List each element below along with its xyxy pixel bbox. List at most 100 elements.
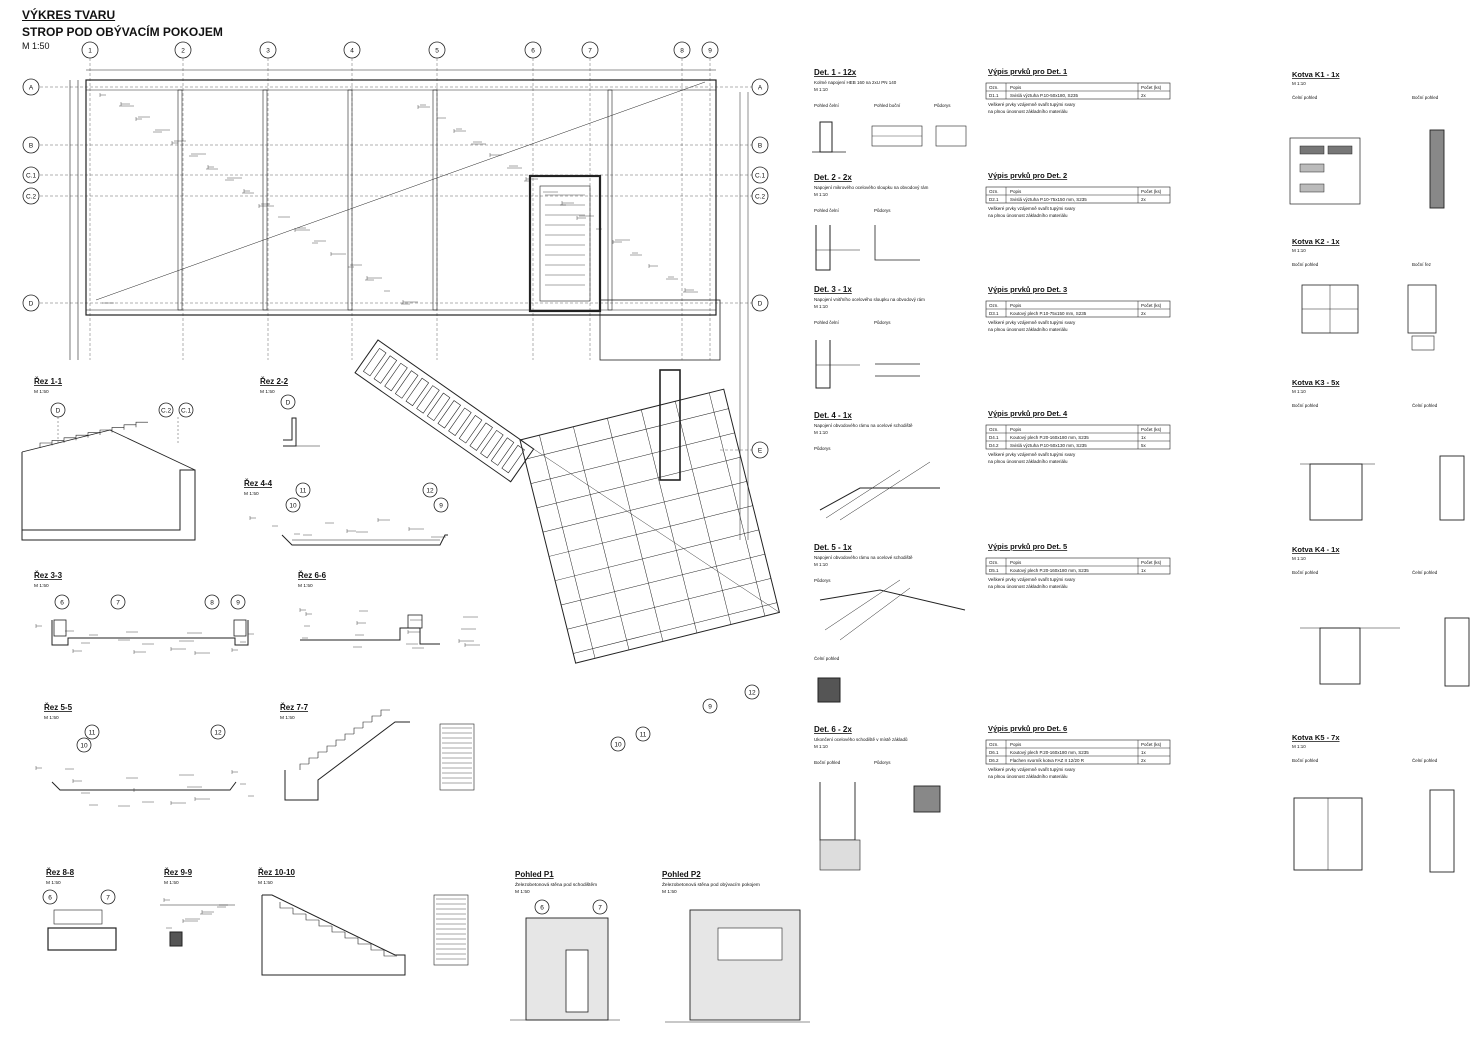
section-scale: M 1:50 (244, 491, 259, 497)
sheet-subtitle: STROP POD OBÝVACÍM POKOJEM (22, 25, 223, 39)
section-1-1-outline (21, 452, 196, 541)
view-p2-wall (689, 909, 801, 1021)
schedule-cell: D6.1 (989, 750, 999, 755)
detail-view-label: Pohled čelní (814, 103, 840, 108)
section-5-5-mark (84, 724, 100, 740)
grid-bubble-row-right-C.1-label: C.1 (755, 173, 766, 180)
frame-member (555, 529, 759, 581)
detail-5-front (817, 677, 841, 703)
grid-bubble-row-C.1 (22, 166, 40, 184)
frame-brace (519, 439, 780, 613)
schedule-cell: Svislá výztuha P.10-50x130 mm, S235 (1010, 443, 1087, 448)
view-p1-mark (592, 899, 608, 915)
section-1-1-step (63, 437, 76, 443)
stair-stringer (354, 339, 535, 483)
section-4-4-mark-label: 9 (439, 503, 443, 510)
schedule-note: na plnou únosnost základního materiálu (988, 327, 1068, 332)
schedule-cell: 2x (1141, 758, 1147, 763)
schedule-header: Ozn. (989, 85, 999, 90)
grid-bubble-column-5-label: 5 (435, 48, 439, 55)
section-2-2-mark-label: D (286, 400, 291, 407)
detail-view-label: Pohled čelní (814, 320, 840, 325)
section-title: Řez 8-8 (46, 868, 75, 877)
section-1-1-step (87, 432, 100, 438)
schedule-note: Veškeré prvky vzájemně svařit tupými sva… (988, 452, 1076, 457)
section-4-4-mark (285, 497, 301, 513)
grid-bubble-row-right-B-label: B (758, 143, 762, 150)
section-6-6-block (407, 614, 423, 629)
grid-bubble-column-7-label: 7 (588, 48, 592, 55)
stair-step (458, 415, 483, 444)
section-1-1-step (111, 427, 124, 433)
stair-step (394, 370, 419, 399)
section-8-8-mark (100, 889, 116, 905)
detail-title: Det. 4 - 1x (814, 411, 852, 420)
schedule-header: Počet (ks) (1141, 303, 1162, 308)
section-scale: M 1:50 (34, 583, 49, 589)
schedule-cell: Koutový plech P.20-160x180 mm, S235 (1010, 750, 1089, 755)
schedule-cell: 1x (1141, 568, 1147, 573)
section-8-8-detail (53, 909, 103, 925)
section-5-5-outline (51, 781, 237, 791)
section-1-1-step (135, 421, 148, 428)
view-desc: Železobetonová stěna pod obývacím pokoje… (662, 880, 760, 888)
section-7-7-step (380, 709, 390, 716)
section-title: Řez 9-9 (164, 868, 193, 877)
anchor-k1-plate (1299, 145, 1325, 155)
detail-desc: Kolmé napojení HEB 160 na 2xU PN 140 (814, 80, 897, 85)
grid-bubble-row-D-label: D (29, 301, 34, 308)
stair-step (384, 362, 408, 392)
detail-view-label: Půdorys (874, 207, 891, 213)
anchor-scale: M 1:10 (1292, 389, 1306, 394)
sheet-scale: M 1:50 (22, 41, 50, 51)
section-1-1-mark-label: C.1 (181, 408, 192, 415)
wall-segment (659, 369, 681, 481)
detail-4-plan (819, 487, 940, 511)
frame-member (561, 553, 765, 606)
detail-5-line (824, 579, 901, 631)
schedule-cell: Koutový plech P.10-75x150 mm, S235 (1010, 311, 1087, 316)
schedule-header: Popis (1010, 303, 1022, 308)
frame-member (530, 432, 735, 484)
anchor-view-label: Boční pohled (1292, 758, 1319, 763)
section-1-1-mark (158, 402, 174, 418)
detail-scale: M 1:10 (814, 192, 828, 197)
detail-title: Det. 1 - 12x (814, 68, 857, 77)
section-scale: M 1:50 (164, 880, 179, 886)
frame-member (567, 578, 771, 630)
schedule-header: Popis (1010, 85, 1022, 90)
steel-beam (432, 89, 438, 311)
stair-step (362, 347, 387, 377)
section-9-9-outline (169, 931, 183, 947)
schedule-cell: Koutový plech P.20-160x180 mm, S235 (1010, 568, 1089, 573)
steel-beam (607, 89, 613, 311)
grid-bubble-column-3-label: 3 (266, 48, 270, 55)
section-scale: M 1:50 (46, 880, 61, 886)
section-3-3-mark-label: 8 (210, 600, 214, 607)
stair-core-inner (539, 185, 591, 302)
section-title: Řez 2-2 (260, 377, 289, 386)
grid-bubble-row-A (22, 78, 40, 96)
section-10-10-plan (433, 894, 469, 966)
section-4-4-outline (281, 534, 448, 546)
anchor-k4-side (1319, 627, 1361, 685)
anchor-title: Kotva K5 - 7x (1292, 733, 1340, 742)
section-title: Řez 6-6 (298, 571, 327, 580)
room-outline (599, 299, 721, 361)
anchor-k3-side (1309, 463, 1363, 521)
anchor-k1-side (1429, 129, 1445, 209)
frame-member (536, 456, 741, 509)
schedule-header: Ozn. (989, 303, 999, 308)
frame-member (573, 426, 630, 650)
frame-member (675, 401, 732, 625)
detail-desc: Ukončení ocelového schodiště v místě zák… (814, 736, 908, 742)
anchor-k4-front (1444, 617, 1470, 687)
detail-6-side (819, 782, 856, 841)
steel-beam (177, 89, 183, 311)
grid-bubble-12-label: 12 (748, 690, 756, 697)
stair-step (405, 377, 430, 407)
schedule-header: Popis (1010, 560, 1022, 565)
schedule-note: Veškeré prvky vzájemně svařit tupými sva… (988, 206, 1076, 211)
anchor-k5-front (1429, 789, 1455, 873)
